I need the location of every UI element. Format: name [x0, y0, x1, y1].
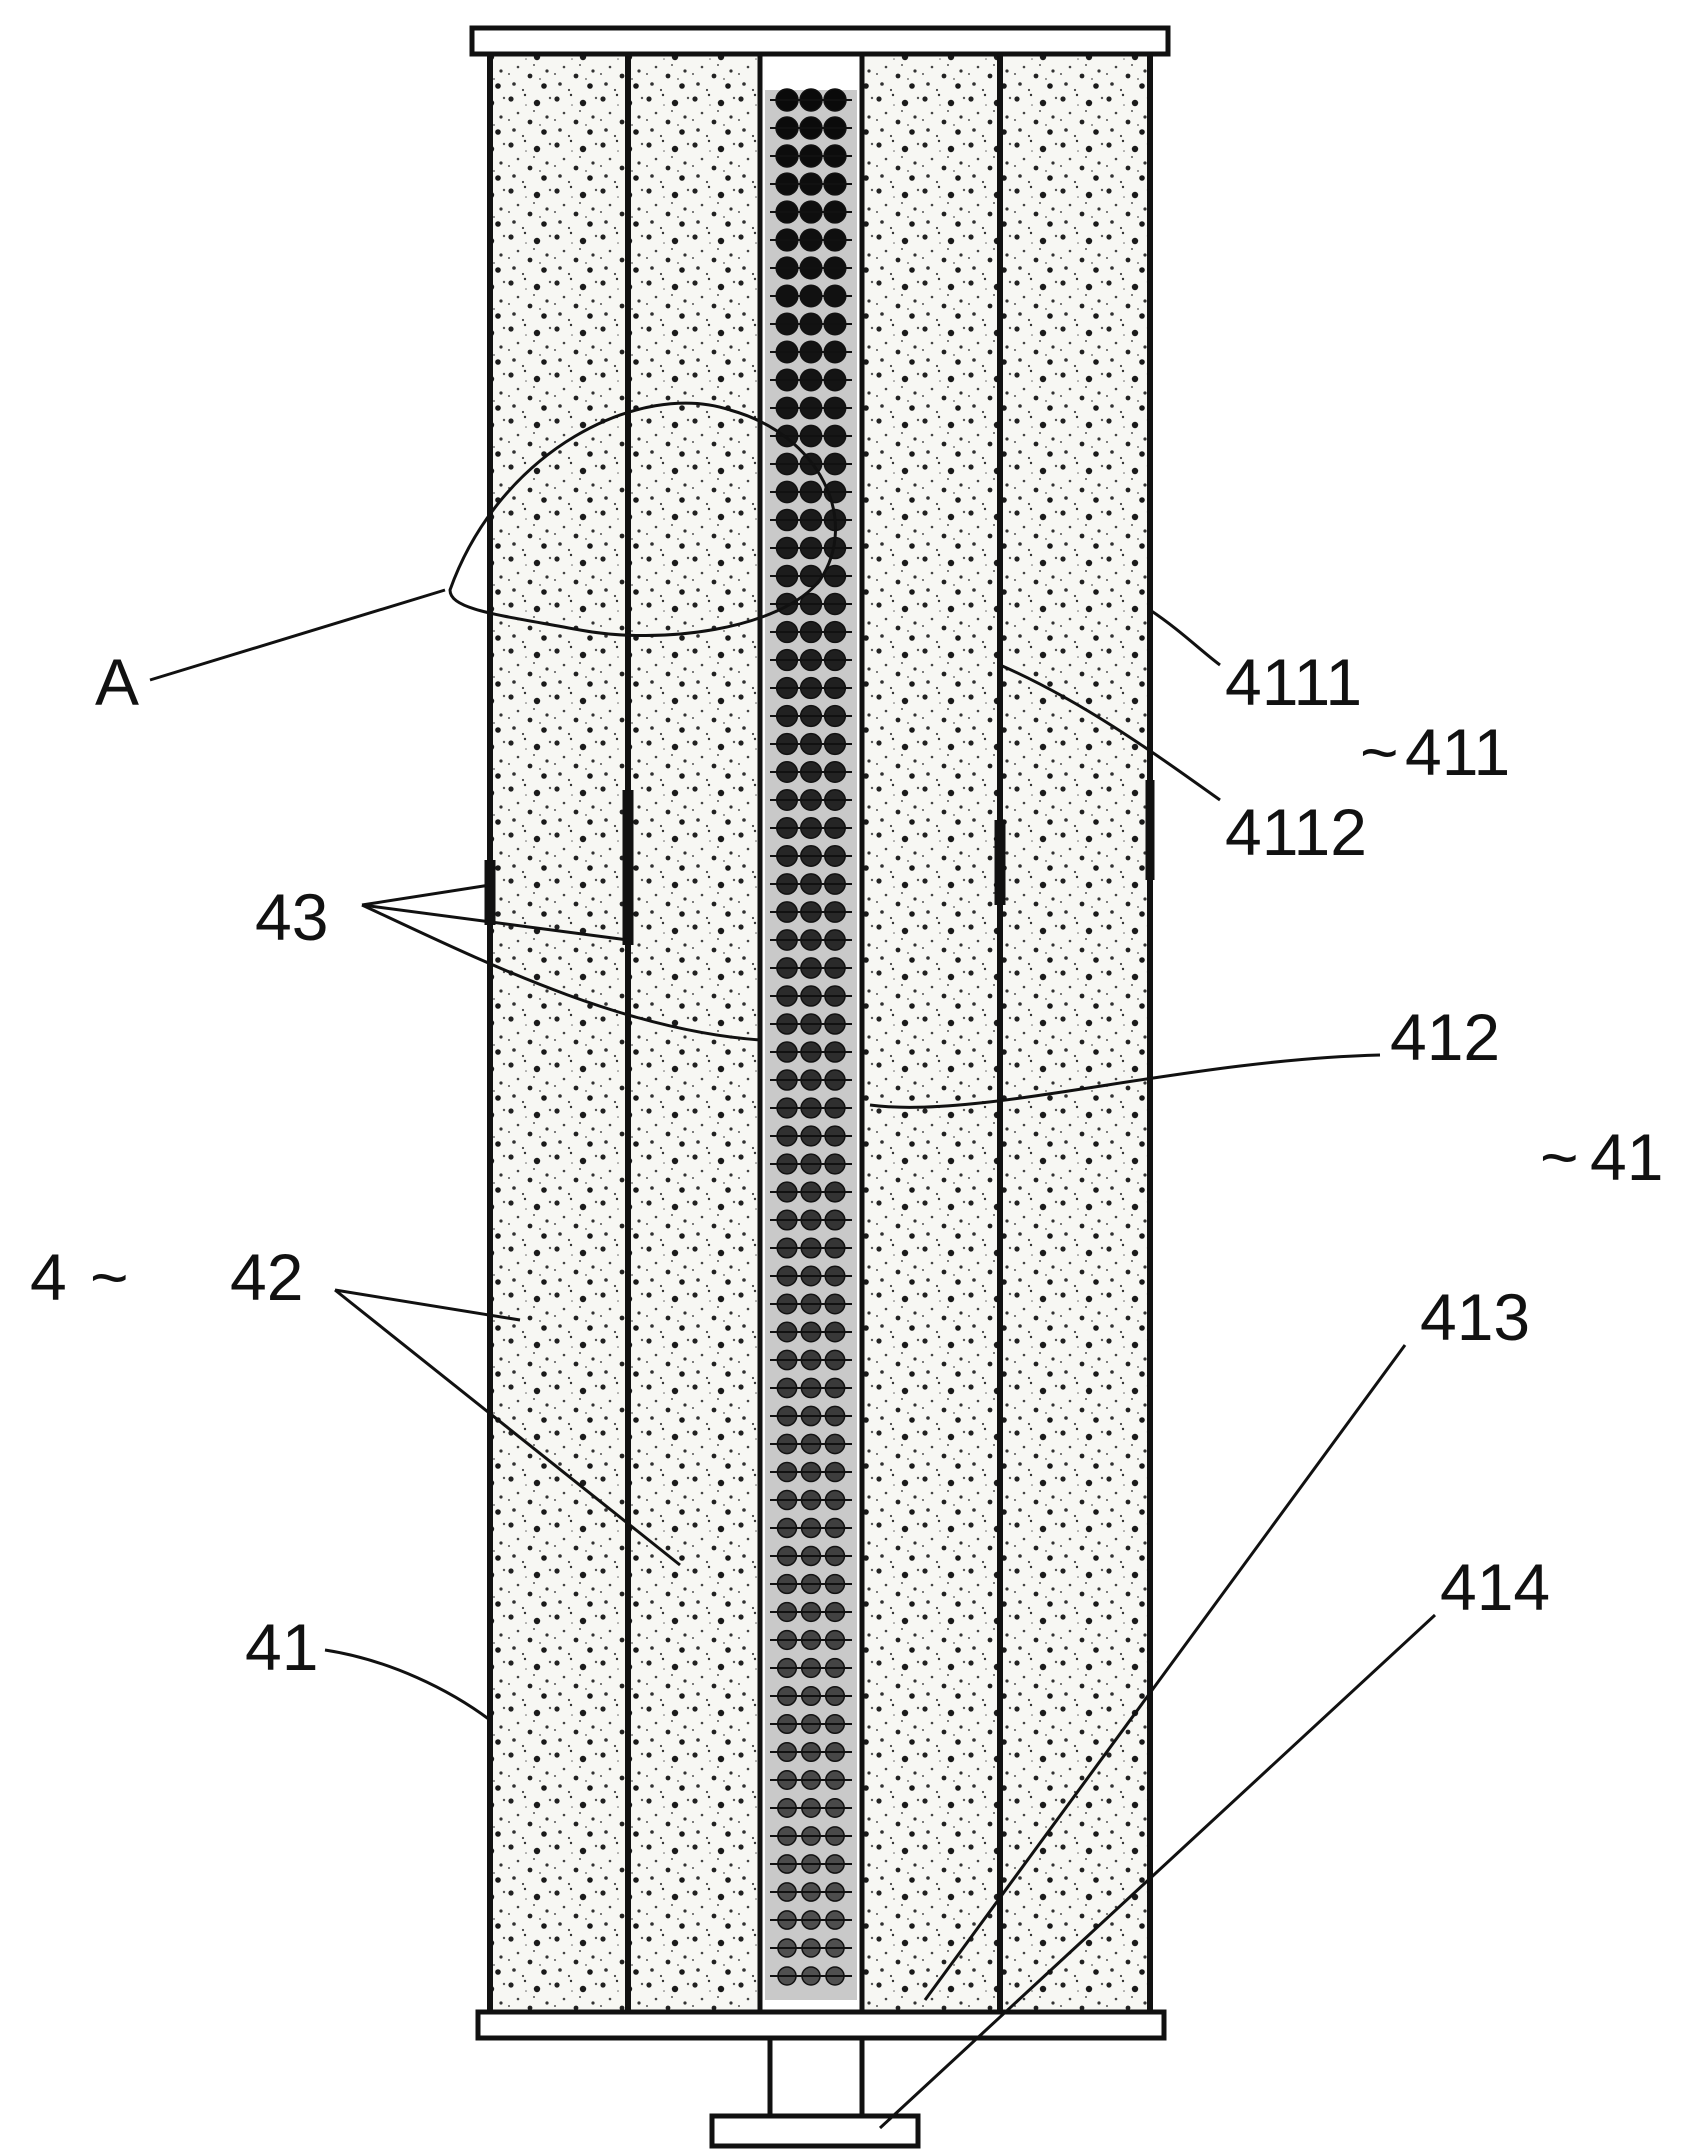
label-413: 413 — [1420, 1280, 1530, 1354]
tilde-41-right: ~ — [1540, 1120, 1579, 1194]
label-a: A — [95, 645, 139, 719]
outlet-pipe — [767, 2035, 865, 2121]
bottom-end-cap — [475, 2009, 1167, 2041]
label-4: 4 — [30, 1240, 67, 1314]
tilde-4: ~ — [90, 1240, 129, 1314]
label-411: 411 — [1405, 715, 1510, 789]
label-43: 43 — [255, 880, 328, 954]
leader-a — [149, 588, 446, 682]
leader-413 — [923, 1344, 1407, 2001]
leader-4112 — [999, 663, 1221, 802]
leader-43-a — [361, 883, 491, 907]
leader-43-c — [361, 903, 761, 1042]
leader-42-b — [334, 1288, 681, 1567]
leader-414 — [878, 1613, 1437, 2130]
label-414: 414 — [1440, 1550, 1550, 1624]
tilde-411: ~ — [1360, 715, 1399, 789]
leader-412 — [869, 1053, 1381, 1109]
bead-column — [770, 88, 852, 1986]
label-42: 42 — [230, 1240, 303, 1314]
label-41-right: 41 — [1590, 1120, 1663, 1194]
leader-42-a — [334, 1288, 521, 1322]
leader-4111 — [1149, 608, 1221, 667]
leader-41-left — [324, 1648, 491, 1722]
label-4112: 4112 — [1225, 795, 1367, 869]
detail-a-circle — [448, 401, 837, 638]
outlet-fitting — [709, 2113, 921, 2149]
top-end-cap — [469, 25, 1171, 57]
label-412: 412 — [1390, 1000, 1500, 1074]
label-4111: 4111 — [1225, 645, 1362, 719]
label-41-left: 41 — [245, 1610, 318, 1684]
leader-43-b — [361, 903, 629, 942]
